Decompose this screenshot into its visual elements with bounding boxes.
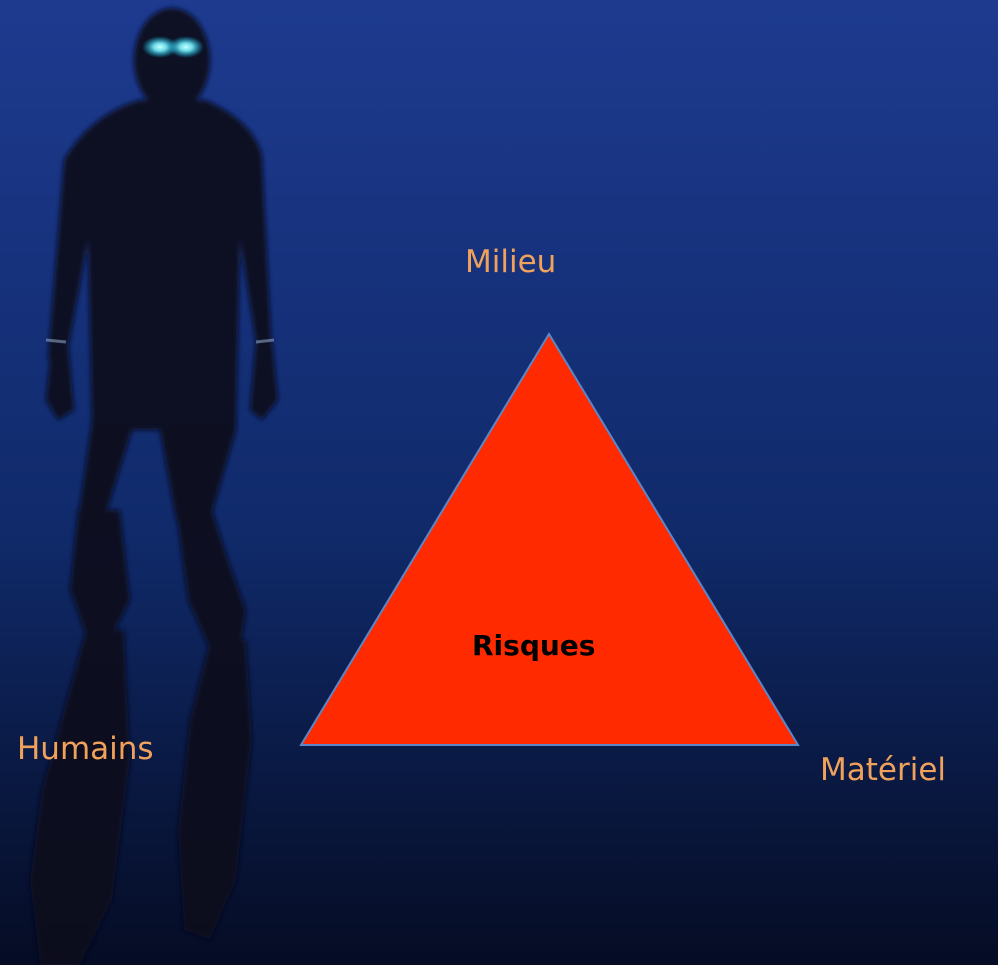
vertex-label-milieu: Milieu — [465, 247, 556, 278]
center-label-risques: Risques — [472, 632, 595, 660]
vertex-label-materiel: Matériel — [820, 755, 946, 786]
vertex-label-humains: Humains — [17, 734, 154, 765]
diver-head — [134, 8, 210, 112]
